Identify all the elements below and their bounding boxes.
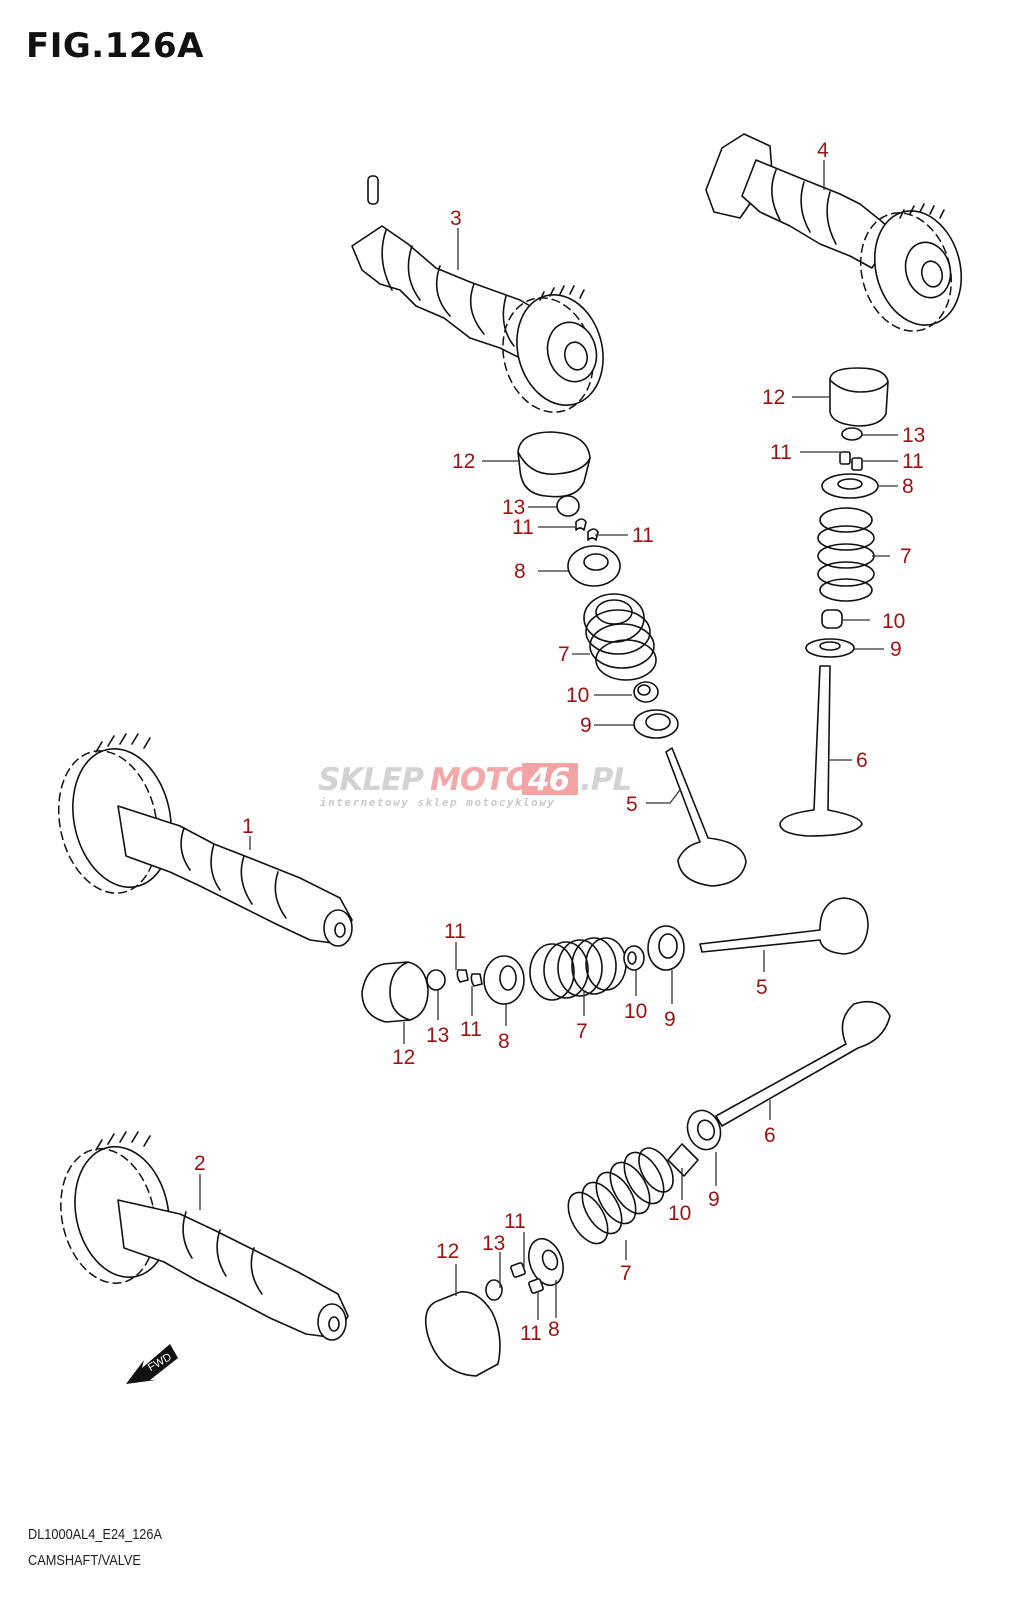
cotter-11-b1[interactable] xyxy=(839,451,851,465)
shim-13-b[interactable] xyxy=(841,427,863,441)
camshaft-2[interactable] xyxy=(49,1131,349,1341)
arrow-left-down-icon xyxy=(126,1344,178,1384)
valve-6-d[interactable] xyxy=(715,1000,891,1127)
callout-8[interactable]: 8 xyxy=(514,560,526,583)
callout-11[interactable]: 11 xyxy=(444,920,466,943)
watermark-part2: MOTO xyxy=(430,762,531,798)
callout-1[interactable]: 1 xyxy=(242,815,254,838)
shim-13-d[interactable] xyxy=(485,1279,503,1301)
watermark-part3: 46 xyxy=(527,762,570,798)
callout-11[interactable]: 11 xyxy=(520,1322,542,1345)
callout-13[interactable]: 13 xyxy=(902,424,925,447)
callout-7[interactable]: 7 xyxy=(576,1020,588,1043)
stem-seal-10-d[interactable] xyxy=(667,1143,699,1177)
callout-4[interactable]: 4 xyxy=(817,139,829,162)
callout-12[interactable]: 12 xyxy=(452,450,475,473)
callout-12[interactable]: 12 xyxy=(762,386,785,409)
callout-10[interactable]: 10 xyxy=(566,684,589,707)
retainer-8-a[interactable] xyxy=(567,545,621,587)
cotter-11-d2[interactable] xyxy=(528,1278,544,1294)
spring-seat-9-a[interactable] xyxy=(633,709,679,739)
stem-seal-10-a[interactable] xyxy=(633,681,659,703)
retainer-8-c[interactable] xyxy=(483,955,525,1005)
spring-seat-9-b[interactable] xyxy=(805,638,855,658)
callout-11[interactable]: 11 xyxy=(632,524,654,547)
tappet-12-a[interactable] xyxy=(517,431,591,498)
valve-5-c[interactable] xyxy=(699,897,869,955)
callout-13[interactable]: 13 xyxy=(502,496,525,519)
valve-5-a[interactable] xyxy=(665,747,747,887)
retainer-8-d[interactable] xyxy=(523,1234,569,1290)
cotter-11-a2[interactable] xyxy=(587,528,599,541)
callout-8[interactable]: 8 xyxy=(902,475,914,498)
watermark-part4: .PL xyxy=(580,762,631,798)
callout-13[interactable]: 13 xyxy=(482,1232,505,1255)
retainer-8-b[interactable] xyxy=(821,473,879,499)
callout-12[interactable]: 12 xyxy=(436,1240,459,1263)
tappet-12-b[interactable] xyxy=(829,367,889,427)
callout-5[interactable]: 5 xyxy=(756,976,768,999)
callout-6[interactable]: 6 xyxy=(764,1124,776,1147)
spring-7-d[interactable] xyxy=(560,1142,680,1250)
cotter-11-a1[interactable] xyxy=(575,518,587,531)
watermark: SKLEP MOTO 46 .PL internetowy sklep moto… xyxy=(318,762,632,809)
callout-9[interactable]: 9 xyxy=(664,1008,676,1031)
callout-labels: 3 4 12 13 11 11 8 7 10 9 6 12 13 11 11 8… xyxy=(194,139,925,1345)
cotter-11-b2[interactable] xyxy=(851,457,863,471)
callout-9[interactable]: 9 xyxy=(890,638,902,661)
figure-title: FIG.126A xyxy=(26,26,204,66)
callout-11[interactable]: 11 xyxy=(902,450,924,473)
watermark-part1: SKLEP xyxy=(318,762,424,798)
stem-seal-10-c[interactable] xyxy=(623,945,645,971)
tappet-12-c[interactable] xyxy=(361,961,429,1023)
callout-8[interactable]: 8 xyxy=(498,1030,510,1053)
callout-11[interactable]: 11 xyxy=(504,1210,526,1233)
camshaft-1[interactable] xyxy=(46,733,353,947)
spring-7-c[interactable] xyxy=(529,937,627,1001)
shim-13-c[interactable] xyxy=(426,969,446,991)
callout-11[interactable]: 11 xyxy=(770,441,792,464)
callout-5[interactable]: 5 xyxy=(626,793,638,816)
cotter-11-c1[interactable] xyxy=(456,969,469,983)
tappet-12-d[interactable] xyxy=(424,1291,501,1377)
spring-7-a[interactable] xyxy=(583,593,657,681)
callout-8[interactable]: 8 xyxy=(548,1318,560,1341)
callout-9[interactable]: 9 xyxy=(708,1188,720,1211)
callout-10[interactable]: 10 xyxy=(882,610,905,633)
spring-seat-9-d[interactable] xyxy=(682,1106,726,1155)
camshaft-4[interactable] xyxy=(705,133,974,341)
watermark-tagline: internetowy sklep motocyklowy xyxy=(320,796,556,809)
callout-9[interactable]: 9 xyxy=(580,714,592,737)
cotter-11-c2[interactable] xyxy=(470,973,483,987)
spring-7-b[interactable] xyxy=(817,507,875,602)
callout-10[interactable]: 10 xyxy=(668,1202,691,1225)
fwd-direction-marker: FWD xyxy=(126,1344,178,1384)
valve-6-b[interactable] xyxy=(779,665,863,837)
callout-10[interactable]: 10 xyxy=(624,1000,647,1023)
camshaft-3[interactable] xyxy=(351,175,615,422)
spring-seat-9-c[interactable] xyxy=(647,925,685,971)
callout-12[interactable]: 12 xyxy=(392,1046,415,1069)
callout-3[interactable]: 3 xyxy=(450,207,462,230)
callout-11[interactable]: 11 xyxy=(460,1018,482,1041)
shim-13-a[interactable] xyxy=(556,495,580,517)
callout-7[interactable]: 7 xyxy=(900,545,912,568)
watermark-badge xyxy=(522,763,578,795)
stem-seal-10-b[interactable] xyxy=(821,609,843,629)
callout-7[interactable]: 7 xyxy=(620,1262,632,1285)
callout-7[interactable]: 7 xyxy=(558,643,570,666)
callout-2[interactable]: 2 xyxy=(194,1152,206,1175)
figure-code: DL1000AL4_E24_126A xyxy=(28,1526,162,1543)
figure-caption: CAMSHAFT/VALVE xyxy=(28,1552,141,1569)
callout-11[interactable]: 11 xyxy=(512,516,534,539)
leader-lines xyxy=(199,160,898,1320)
callout-13[interactable]: 13 xyxy=(426,1024,449,1047)
callout-6[interactable]: 6 xyxy=(856,749,868,772)
